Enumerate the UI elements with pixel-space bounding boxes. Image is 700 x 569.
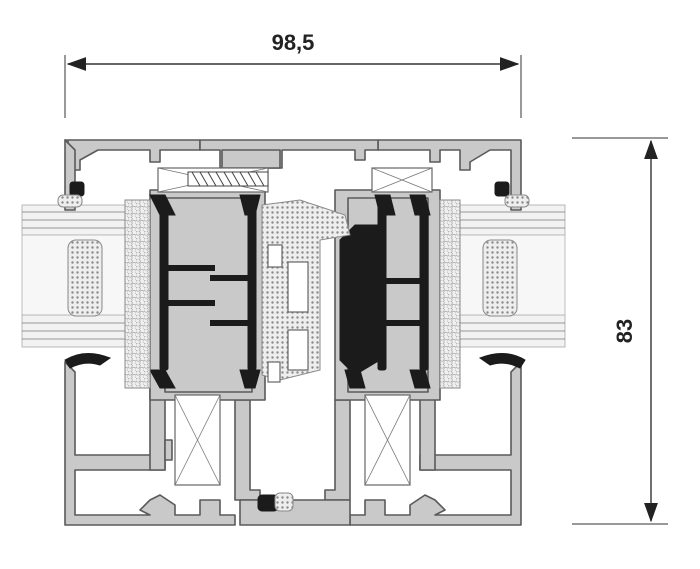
height-dimension: 83 (572, 137, 668, 525)
height-dimension-label: 83 (612, 319, 637, 343)
left-glazing-unit (21, 204, 133, 348)
glazing-seals (57, 181, 530, 512)
width-dimension-label: 98,5 (272, 30, 315, 55)
right-glazing-unit (454, 204, 566, 348)
left-thermal-break-bars (149, 194, 261, 389)
fixing-screw (187, 171, 269, 187)
left-sash-profile (149, 167, 269, 401)
right-outer-frame (349, 139, 522, 526)
width-dimension: 98,5 (64, 30, 522, 118)
right-foam-insulation (439, 199, 461, 389)
lower-sash-inserts (174, 394, 411, 486)
central-insulating-core (261, 199, 351, 383)
left-foam-insulation (124, 199, 151, 389)
right-thermal-break-bars (339, 194, 431, 389)
